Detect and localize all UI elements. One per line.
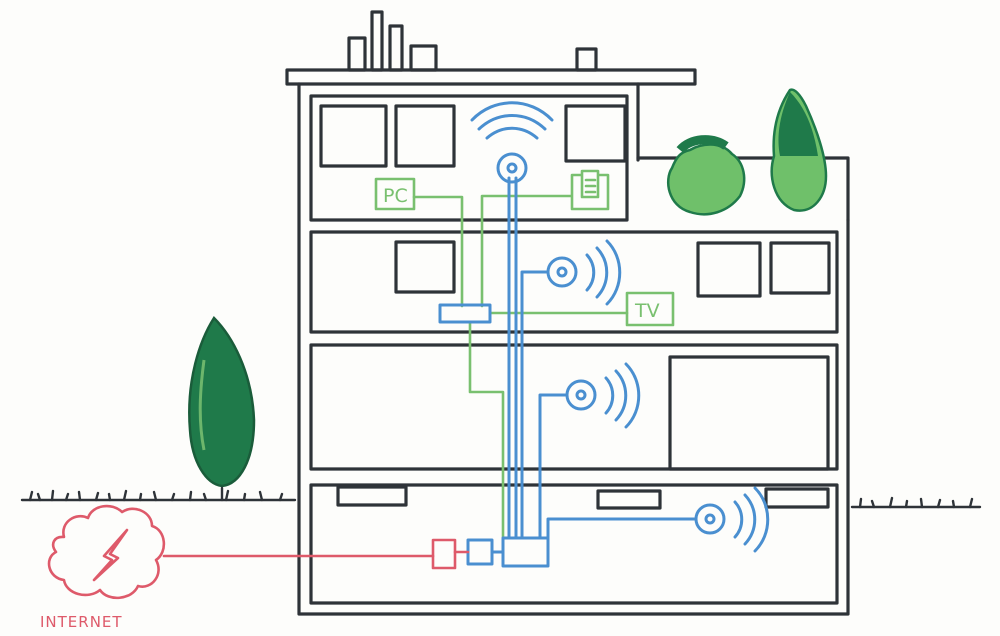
- modem-box: [466, 538, 505, 566]
- wifi-cables: [507, 176, 698, 540]
- access-point-floor1: [565, 362, 641, 429]
- access-point-top: [470, 101, 554, 184]
- printer-icon: [570, 169, 610, 211]
- tree-left: [188, 316, 256, 502]
- pc-label: PC: [383, 185, 408, 207]
- tv-label: TV: [634, 300, 660, 322]
- lightning-cloud-icon: [47, 504, 166, 600]
- lan-cables: [412, 194, 629, 540]
- grass-left: [20, 489, 297, 502]
- router-box: [501, 536, 550, 568]
- grass-right: [850, 496, 982, 509]
- access-point-basement: [694, 486, 770, 553]
- access-point-floor2: [546, 239, 622, 306]
- tv-device: TV: [625, 291, 675, 327]
- internet-label: INTERNET: [40, 613, 123, 631]
- network-switch: [438, 303, 492, 324]
- pc-device: PC: [374, 177, 416, 211]
- terrace-tree: [770, 88, 828, 212]
- termination-box: [431, 538, 470, 570]
- terrace-bush: [667, 135, 746, 216]
